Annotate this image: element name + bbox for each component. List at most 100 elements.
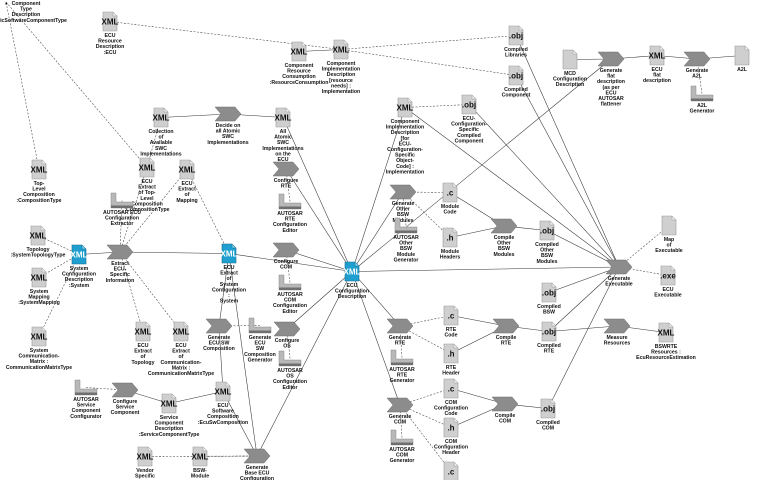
file-type-badge: .c — [448, 468, 455, 477]
document-icon — [734, 45, 750, 66]
edge-n69-n61 — [199, 454, 258, 458]
page-fold-icon — [471, 94, 477, 100]
document-icon — [541, 282, 557, 303]
file-type-badge: XML — [137, 453, 154, 462]
file-type-badge: .obj — [540, 227, 554, 236]
page-fold-icon — [453, 343, 459, 349]
edge-n61-n30 — [256, 271, 353, 457]
file-type-badge: XML — [649, 52, 666, 61]
edge-n26-n27 — [119, 251, 230, 255]
tool-base-icon — [391, 362, 413, 365]
document-icon — [192, 446, 208, 467]
node-n70[interactable]: .c — [443, 461, 459, 480]
document-icon — [508, 65, 524, 86]
edge-n26-n40 — [119, 251, 182, 332]
activity-chevron-icon — [492, 318, 520, 334]
page-fold-icon — [549, 220, 555, 226]
file-type-badge: XML — [71, 251, 88, 260]
page-fold-icon — [225, 381, 231, 387]
edge-n41-n60 — [218, 325, 225, 392]
page-fold-icon — [301, 41, 307, 47]
document-icon — [562, 49, 578, 70]
node-n11[interactable]: A2L — [734, 45, 750, 73]
node-n1[interactable]: ComponentTypeDescription:AtomicSoftwareC… — [0, 1, 67, 24]
page-fold-icon — [572, 49, 578, 55]
